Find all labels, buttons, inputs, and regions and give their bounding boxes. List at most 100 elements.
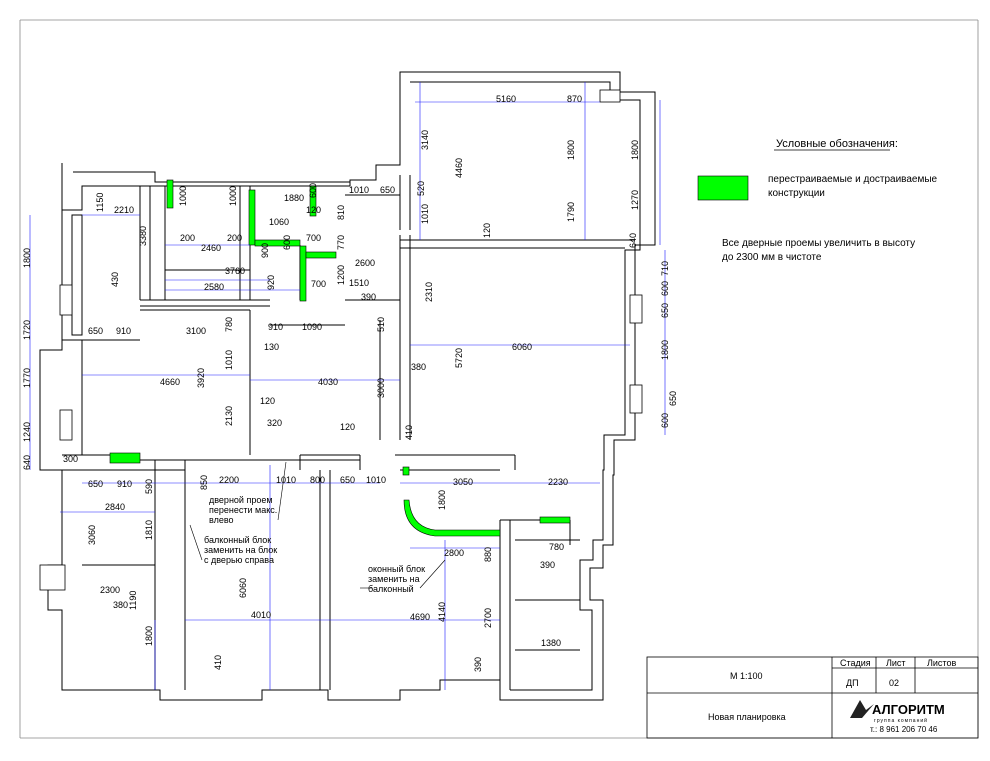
dim-410-b: 410 (213, 655, 223, 670)
dim-1720: 1720 (22, 320, 32, 340)
note-window-line3: балконный (368, 584, 414, 594)
dim-650-b: 650 (88, 326, 103, 336)
note-window-block: оконный блок заменить на балконный (368, 564, 425, 594)
dim-2130: 2130 (224, 406, 234, 426)
dim-2700: 2700 (483, 608, 493, 628)
dim-4030: 4030 (318, 377, 338, 387)
dim-390-a: 390 (361, 292, 376, 302)
dim-780-a: 780 (224, 317, 234, 332)
dim-3760: 3760 (225, 266, 245, 276)
company-phone: т.: 8 961 206 70 46 (870, 725, 938, 734)
dim-3140: 3140 (420, 130, 430, 150)
dim-910-a: 910 (116, 326, 131, 336)
dim-1010-c: 1010 (224, 350, 234, 370)
interior-walls (62, 175, 635, 690)
dim-650-c: 650 (660, 303, 670, 318)
dim-1150: 1150 (95, 193, 105, 212)
dim-600-a: 600 (308, 183, 318, 198)
dim-800: 800 (310, 475, 325, 485)
dim-4690: 4690 (410, 612, 430, 622)
dim-1240: 1240 (22, 422, 32, 442)
dim-640-a: 640 (628, 233, 638, 248)
dim-700-b: 700 (311, 279, 326, 289)
dim-120-a: 120 (482, 223, 492, 238)
dim-510: 510 (376, 317, 386, 332)
dim-4010: 4010 (251, 610, 271, 620)
new-constructions (109, 179, 571, 537)
dim-1010-a: 1010 (420, 204, 430, 224)
dim-1010-d: 1010 (276, 475, 296, 485)
title-block (646, 656, 979, 739)
note-door-move-line1: дверной проем (209, 495, 273, 505)
dim-650-e: 650 (340, 475, 355, 485)
dim-1880: 1880 (284, 193, 304, 203)
dim-1060: 1060 (269, 217, 289, 227)
note-door-move-line2: перенести макс. (209, 505, 277, 515)
note-balcony-line3: с дверью справа (204, 555, 274, 565)
note-window-line1: оконный блок (368, 564, 425, 574)
legend-note-line2: до 2300 мм в чистоте (722, 252, 822, 263)
dim-120-c: 120 (260, 396, 275, 406)
legend-green-swatch (697, 175, 749, 201)
sheet-header: Лист (886, 658, 906, 668)
dim-770: 770 (336, 235, 346, 250)
dim-650-a: 650 (380, 185, 395, 195)
dim-1800-c: 1800 (22, 248, 32, 268)
note-balcony-line2: заменить на блок (204, 545, 277, 555)
note-balcony-block: балконный блок заменить на блок с дверью… (204, 535, 277, 565)
dim-2230: 2230 (548, 477, 568, 487)
exterior-walls (39, 71, 656, 701)
dim-1800-d: 1800 (660, 340, 670, 360)
dim-850: 850 (199, 475, 209, 490)
dim-3050: 3050 (453, 477, 473, 487)
dim-2300: 2300 (100, 585, 120, 595)
note-balcony-line1: балконный блок (204, 535, 271, 545)
dim-600-c: 600 (660, 281, 670, 296)
dim-6060-a: 6060 (512, 342, 532, 352)
legend-note-line1: Все дверные проемы увеличить в высоту (722, 238, 915, 249)
dim-380-a: 380 (411, 362, 426, 372)
dim-300: 300 (63, 454, 78, 464)
dim-880: 880 (483, 547, 493, 562)
dim-6060-b: 6060 (238, 578, 248, 598)
stage-header: Стадия (840, 658, 871, 668)
dim-2200: 2200 (219, 475, 239, 485)
dim-390-b: 390 (540, 560, 555, 570)
dim-410-a: 410 (404, 425, 414, 440)
dim-4140: 4140 (437, 602, 447, 622)
company-subtitle: группа компаний (874, 717, 928, 724)
dim-1790: 1790 (566, 202, 576, 222)
dim-1010-b: 1010 (349, 185, 369, 195)
dim-1800-b: 1800 (630, 140, 640, 160)
dim-710: 710 (660, 261, 670, 276)
dim-1800-a: 1800 (566, 140, 576, 160)
dim-3380: 3380 (138, 226, 148, 246)
scale-label: М 1:100 (730, 671, 763, 681)
legend-item-line2: конструкции (768, 188, 825, 199)
sheets-header: Листов (927, 658, 956, 668)
dim-200-b: 200 (227, 233, 242, 243)
dim-910-b: 910 (268, 322, 283, 332)
dim-1800-f: 1800 (144, 626, 154, 646)
dim-390-c: 390 (473, 657, 483, 672)
drawing-title: Новая планировка (708, 712, 786, 722)
dim-1270: 1270 (630, 190, 640, 210)
dim-120-b: 120 (306, 205, 321, 215)
dim-2840: 2840 (105, 502, 125, 512)
dim-1510: 1510 (349, 278, 369, 288)
dim-5160: 5160 (496, 94, 516, 104)
dim-920: 920 (266, 275, 276, 290)
dim-3920: 3920 (196, 368, 206, 388)
dim-810: 810 (336, 205, 346, 220)
dim-3100: 3100 (186, 326, 206, 336)
dim-780-b: 780 (549, 542, 564, 552)
dim-870: 870 (567, 94, 582, 104)
dim-1000-b: 1000 (228, 186, 238, 206)
dim-1200: 1200 (336, 265, 346, 285)
dim-1800-e: 1800 (437, 490, 447, 510)
dim-2600: 2600 (355, 258, 375, 268)
dim-650-f: 650 (88, 479, 103, 489)
dim-590: 590 (144, 479, 154, 494)
